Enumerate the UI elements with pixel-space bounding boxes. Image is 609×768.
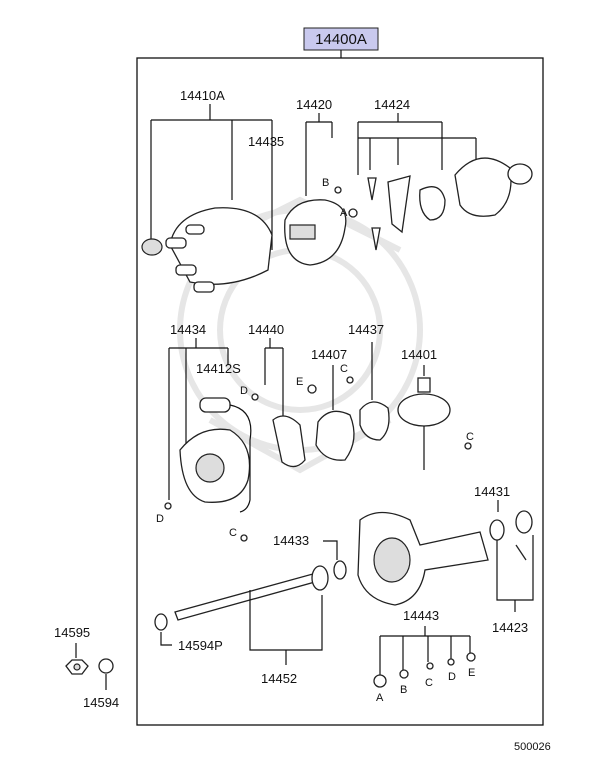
screw-c-mid[interactable]: C <box>340 363 348 375</box>
driven-gear <box>515 510 533 534</box>
part-label-14443[interactable]: 14443 <box>403 608 439 623</box>
bolts <box>373 652 476 688</box>
part-label-14401[interactable]: 14401 <box>401 347 437 362</box>
screw-a-top[interactable]: A <box>340 207 348 219</box>
bolt-c[interactable]: C <box>425 677 433 689</box>
screw-d-mid[interactable]: D <box>240 385 248 397</box>
screw-c-lower[interactable]: C <box>229 527 237 539</box>
lock-washer <box>98 658 114 674</box>
part-label-14434[interactable]: 14434 <box>170 322 206 337</box>
distributor-shaft <box>174 560 347 621</box>
part-label-14433[interactable]: 14433 <box>273 533 309 548</box>
pin <box>515 544 527 561</box>
part-label-14423[interactable]: 14423 <box>492 620 528 635</box>
part-label-14420[interactable]: 14420 <box>296 97 332 112</box>
part-label-14407[interactable]: 14407 <box>311 347 347 362</box>
bolt-a[interactable]: A <box>376 692 384 704</box>
bolt-d[interactable]: D <box>448 671 456 683</box>
nut <box>65 659 89 675</box>
vacuum-ring <box>359 401 390 441</box>
signal-rotor <box>315 410 355 461</box>
part-label-14440[interactable]: 14440 <box>248 322 284 337</box>
part-label-14424[interactable]: 14424 <box>374 97 410 112</box>
distributor-cap <box>141 207 273 293</box>
screw-d-left[interactable]: D <box>156 513 164 525</box>
main-part-number[interactable]: 14400A <box>315 31 367 48</box>
bolt-b[interactable]: B <box>400 684 407 696</box>
diagram-code: 500026 <box>514 741 551 753</box>
diagram-frame <box>136 57 544 726</box>
screw-b-top[interactable]: B <box>322 177 329 189</box>
part-label-14412S[interactable]: 14412S <box>196 361 241 376</box>
part-label-14452[interactable]: 14452 <box>261 671 297 686</box>
bolt-e[interactable]: E <box>468 667 475 679</box>
part-label-14595[interactable]: 14595 <box>54 625 90 640</box>
igniter <box>272 415 306 468</box>
rotor <box>284 199 347 266</box>
washer <box>154 613 168 631</box>
screw-e-mid[interactable]: E <box>296 376 303 388</box>
screw-c-right[interactable]: C <box>466 431 474 443</box>
housing <box>357 511 489 606</box>
breaker-plate <box>179 397 252 513</box>
part-label-14437[interactable]: 14437 <box>348 322 384 337</box>
part-label-14431[interactable]: 14431 <box>474 484 510 499</box>
vacuum-advancer <box>397 377 451 470</box>
part-label-14410A[interactable]: 14410A <box>180 88 225 103</box>
part-label-14594[interactable]: 14594 <box>83 695 119 710</box>
governor-assembly <box>367 157 533 251</box>
part-label-14435[interactable]: 14435 <box>248 134 284 149</box>
part-label-14594P[interactable]: 14594P <box>178 638 223 653</box>
o-ring <box>489 519 505 541</box>
